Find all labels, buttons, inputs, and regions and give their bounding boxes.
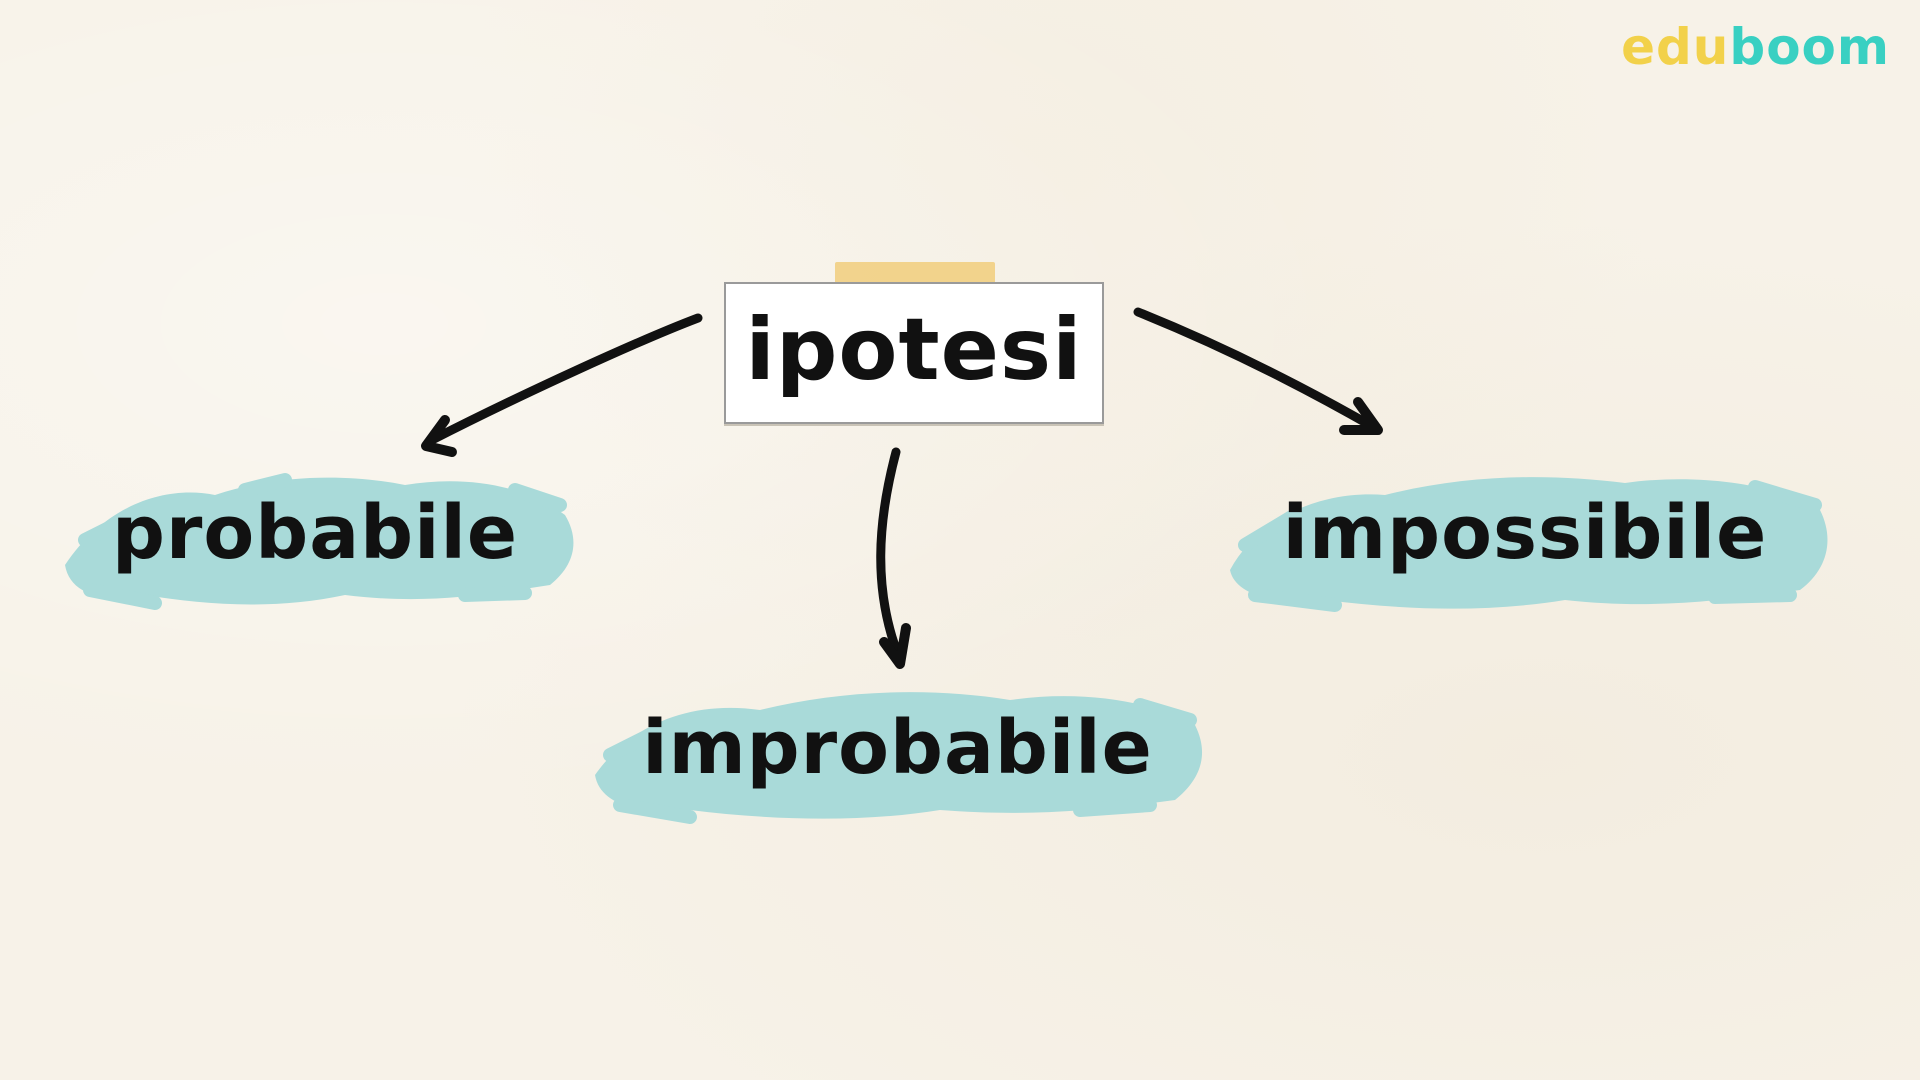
brush-highlight [595, 692, 1203, 824]
brush-highlight [65, 473, 574, 610]
logo-edu-text: edu [1621, 18, 1730, 76]
branch-label: probabile [111, 489, 519, 576]
arrowhead-probabile [421, 415, 457, 457]
central-concept-card: ipotesi [724, 282, 1104, 424]
arrowhead-impossibile [1339, 397, 1383, 435]
branch-label: improbabile [642, 704, 1153, 791]
branch-impossibile: impossibile [1215, 445, 1835, 620]
brush-highlight [1230, 477, 1828, 612]
logo-boom-text: boom [1729, 18, 1890, 76]
branch-label: impossibile [1282, 489, 1768, 576]
arrow-to-impossibile [1133, 307, 1380, 433]
arrowhead-improbabile [879, 623, 911, 669]
arrow-to-probabile [427, 313, 703, 445]
central-concept-label: ipotesi [745, 300, 1083, 400]
branch-improbabile: improbabile [580, 665, 1215, 830]
branch-probabile: probabile [45, 445, 585, 620]
arrow-to-improbabile [876, 447, 905, 665]
eduboom-logo: eduboom [1621, 22, 1890, 72]
